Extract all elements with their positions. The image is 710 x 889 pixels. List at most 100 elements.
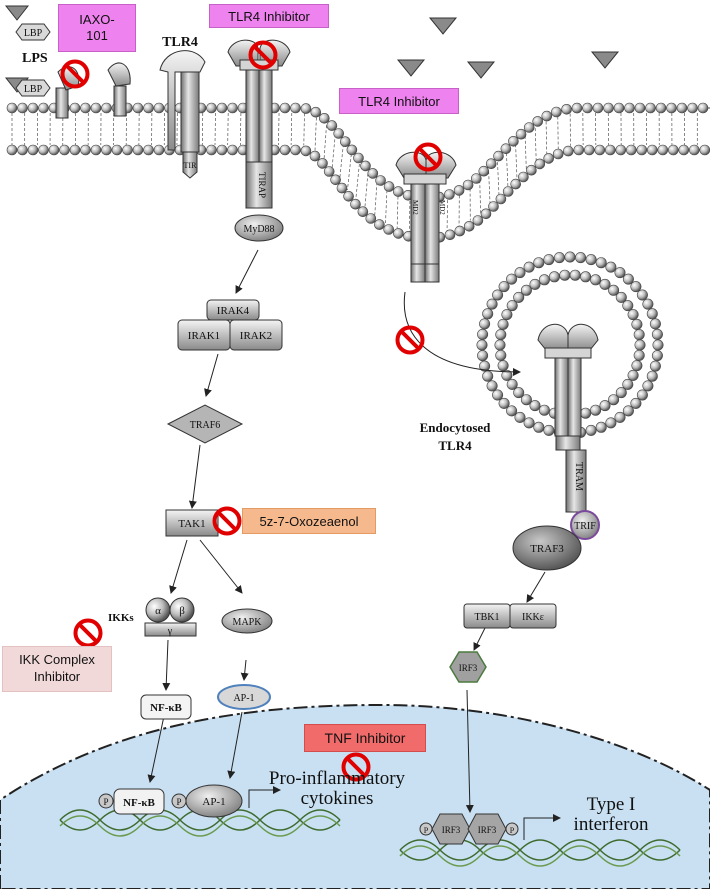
lipid-tail [385,190,388,223]
ikk-complex-inhibitor-box: IKK Complex Inhibitor [2,646,112,692]
vesicle-lipid-head [595,257,607,269]
lipid-head [206,102,217,114]
vesicle-lipid-head [543,254,555,266]
ikke-label: IKKε [522,612,544,623]
dna-helix-right [399,839,681,867]
vesicle-lipid-head [520,284,532,296]
lipid-head [625,144,637,156]
lipid-head [543,153,555,164]
vesicle-lipid-head [651,328,663,340]
lipid-head [534,158,546,170]
vesicle-lipid-head [514,411,526,423]
oxozeaenol-box: 5z-7-Oxozeaenol [242,508,376,534]
lipid-head [613,102,625,114]
vesicle-lipid-head [486,298,498,310]
lipid-head [310,106,322,118]
lipid-head [478,165,490,177]
vesicle-lipid-head [477,350,489,362]
lipid-head [353,152,364,164]
lipid-head [594,144,606,156]
vesicle-lipid-head [494,339,506,351]
vesicle-lipid-head [599,278,611,290]
tbk1-ikke-complex: TBK1 IKKε [463,603,557,629]
lipid-head [518,171,529,183]
lipid-head [688,144,700,156]
lipid-head [472,215,484,226]
p-label-4: P [510,826,515,835]
lipid-head [541,110,553,122]
beta-label: β [179,605,185,617]
lipid-head [699,144,710,156]
lbp-tag-top: LBP [15,23,51,41]
lipid-head [17,144,28,156]
vesicle-lipid-head [585,254,597,266]
lipid-head [383,224,395,235]
lipid-head [90,144,102,156]
vesicle-lipid-head [501,309,513,321]
myd88-node [234,214,284,242]
lipid-tail [323,125,327,161]
vesicle-lipid-head [501,369,513,381]
vesicle-lipid-head [642,380,654,392]
lbp-tag-bottom: LBP [15,79,51,97]
lipid-head [346,144,358,156]
traf3-node [512,525,582,571]
vesicle-lipid-head [533,257,545,269]
vesicle-lipid-head [506,300,518,312]
nfkb-nuclear: P NF-κB [98,788,165,815]
lipid-head [636,144,648,156]
vesicle-lipid-head [590,274,602,286]
vesicle-lipid-head [614,267,626,279]
traf6-label: TRAF6 [190,420,221,431]
mapk-label: MAPK [233,617,263,628]
vesicle-lipid-head [605,417,617,429]
lipid-head [551,106,562,118]
lipid-head [300,145,312,157]
vesicle-lipid-head [605,261,617,273]
ap1-nuclear: P AP-1 [171,784,243,818]
tlr4-monomer: TIR TLR4 [159,35,206,179]
lipid-head [383,181,395,192]
vesicle-lipid-head [514,267,526,279]
lipid-head [634,102,646,114]
lipid-head [502,186,514,197]
lipid-head [227,102,238,114]
lipid-head [80,144,91,156]
lipid-head [444,189,455,200]
ikk-beta [169,597,195,623]
lipid-head [343,191,354,202]
lipid-head [678,144,690,156]
lipid-head [360,160,371,172]
lipid-head [624,102,635,114]
nfkb-cytoplasm: NF-κB [140,694,192,720]
lipid-head [27,102,39,114]
vesicle-lipid-head [495,329,507,341]
vesicle-lipid-head [506,378,518,390]
tlr4-inhibitor-box-mid: TLR4 Inhibitor [339,88,459,114]
irak4-label: IRAK4 [217,305,250,317]
lipid-head [573,144,585,156]
lipid-head [453,185,465,196]
vesicle-lipid-head [631,360,643,372]
vesicle-lipid-head [608,394,620,406]
vesicle-lipid-head [498,281,510,293]
trif-label: TRIF [574,521,596,532]
lipid-head [27,144,39,156]
p-label-2: P [176,797,181,807]
lipid-head [592,102,604,114]
lipid-head [367,168,379,179]
lipid-tail [303,113,305,146]
lipid-head [515,128,527,140]
lipid-head [326,120,338,131]
tbk1-label: TBK1 [475,612,500,623]
lipid-head [330,174,341,186]
lipid-tail [488,171,491,205]
vesicle-lipid-head [622,300,634,312]
lipid-head [317,158,328,169]
ikk-complex: α β γ IKKs [108,597,197,637]
lipid-head [480,208,492,220]
lipid-head [111,144,123,156]
type-i-interferon-label: Type I interferon [573,794,649,835]
endocytosed-label: Endocytosed [420,420,492,435]
tnf-inhibitor-box: TNF Inhibitor [304,724,426,752]
